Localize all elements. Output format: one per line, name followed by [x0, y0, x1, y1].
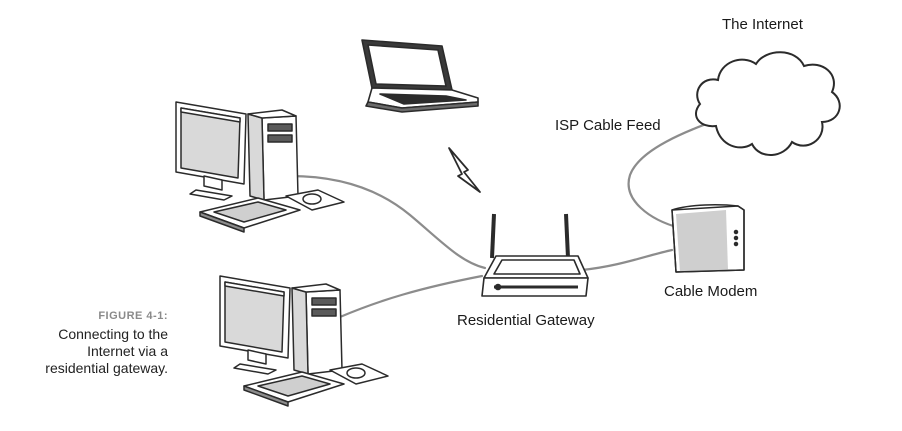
internet-label: The Internet [722, 16, 803, 33]
figure-caption: FIGURE 4-1: Connecting to the Internet v… [20, 308, 168, 377]
wireless-signal-icon [448, 147, 481, 193]
cable-desktop-bottom-to-gateway [338, 274, 484, 319]
residential-gateway-icon [481, 213, 589, 297]
figure-number: FIGURE 4-1: [98, 310, 168, 322]
cable-modem-icon [671, 204, 745, 273]
figure-caption-text: Connecting to the Internet via a residen… [45, 326, 168, 376]
cable-gateway-to-modem [580, 248, 674, 272]
desktop-computer-bottom-icon [219, 275, 389, 407]
cable-modem-label: Cable Modem [664, 283, 758, 300]
cables [288, 116, 724, 319]
residential-gateway-label: Residential Gateway [457, 312, 595, 329]
isp-cable-feed-label: ISP Cable Feed [555, 117, 661, 134]
cable-modem-to-internet [627, 116, 724, 230]
laptop-icon [361, 39, 479, 113]
internet-cloud-icon [695, 51, 841, 156]
desktop-computer-top-icon [175, 101, 345, 233]
cable-desktop-top-to-gateway [288, 174, 487, 270]
